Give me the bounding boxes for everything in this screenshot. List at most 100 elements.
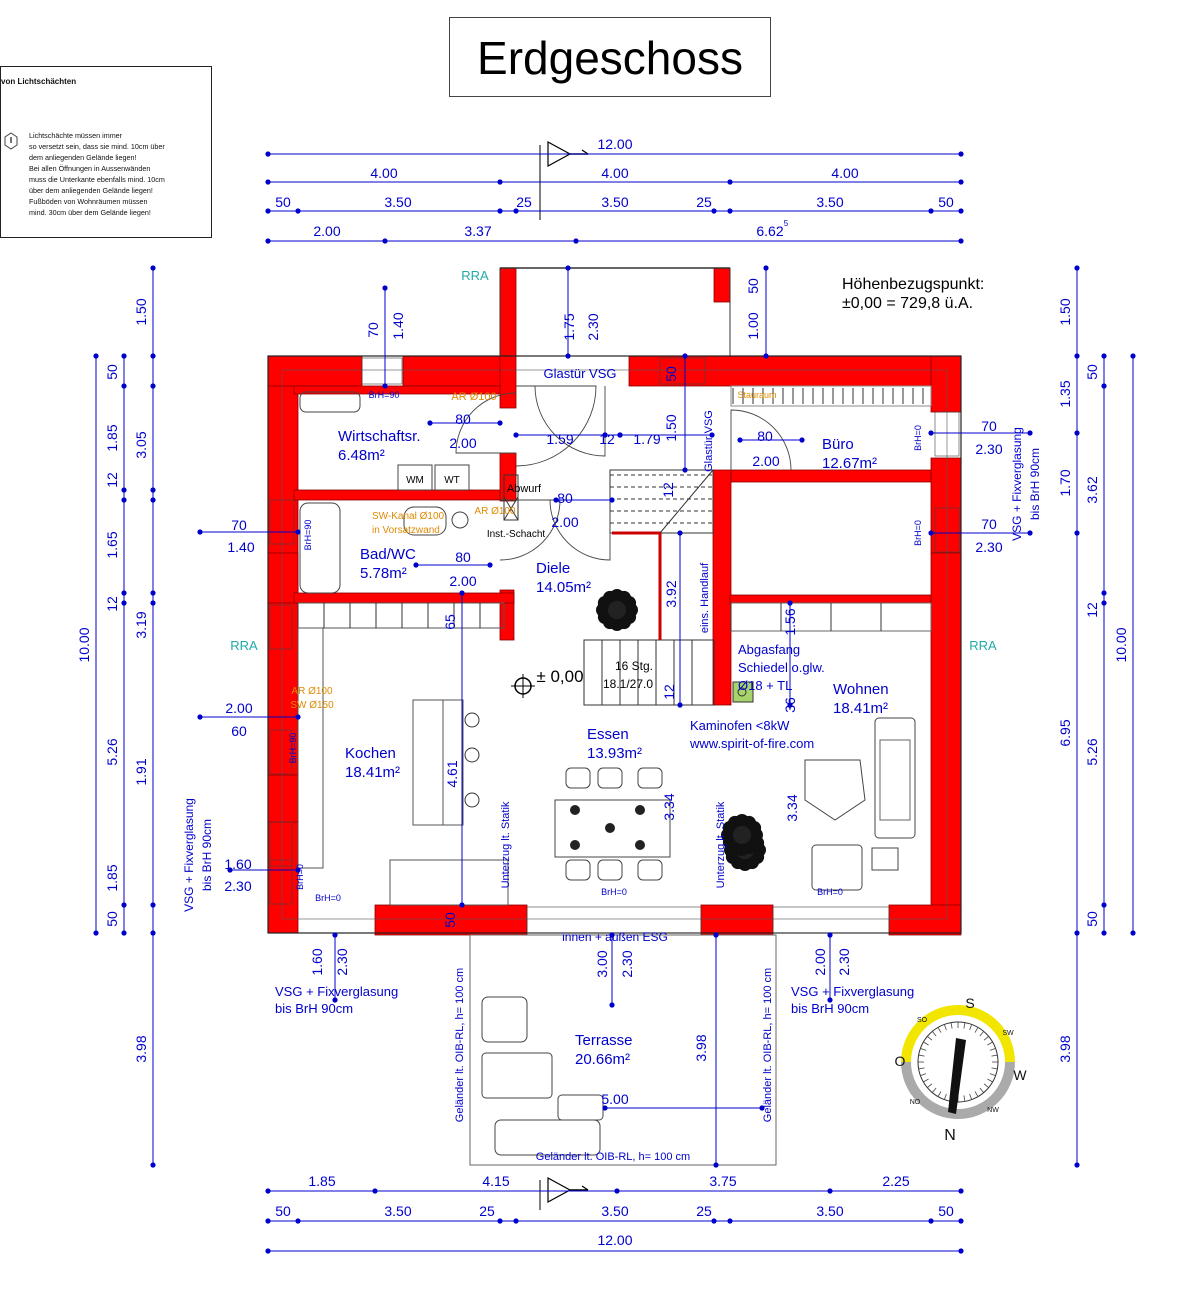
- plant-icon: [721, 814, 763, 856]
- sofa: [874, 717, 916, 839]
- room-area: 20.66m²: [575, 1051, 630, 1068]
- dimension-tick: [1074, 353, 1080, 359]
- dimension-tick: [197, 529, 203, 535]
- annotation-label: Unterzug lt. Statik: [715, 801, 727, 888]
- dimension-tick: [827, 997, 833, 1003]
- dimension-tick: [497, 208, 503, 214]
- compass-tick: [943, 1093, 947, 1100]
- room-area: 18.41m²: [833, 700, 888, 717]
- dimension-tick: [602, 432, 608, 438]
- dimension-label: 65: [442, 614, 458, 630]
- door-swing-wirtschaft: [515, 385, 597, 467]
- dimension-label: 3.00: [594, 950, 610, 977]
- compass-letter: SW: [1002, 1030, 1014, 1037]
- dimension-tick: [332, 997, 338, 1003]
- dimension-label: 50: [442, 912, 458, 928]
- dimension-tick: [573, 238, 579, 244]
- dimension-tick: [727, 208, 733, 214]
- terrace-outline: [469, 934, 777, 1166]
- room-name: Wirtschaftsr.: [338, 428, 421, 445]
- dimension-tick: [413, 562, 419, 568]
- compass-tick: [969, 1093, 973, 1100]
- dimension-label: 4.61: [444, 760, 460, 787]
- annotation-label: BrH=0: [913, 520, 923, 546]
- annotation-label: Abgasfang: [738, 642, 800, 657]
- annotation-label: AR Ø100: [451, 391, 496, 403]
- dimension-label: 50: [275, 1203, 291, 1219]
- compass-tick: [927, 1035, 933, 1041]
- dimension-label: 1.50: [133, 298, 149, 325]
- window: [269, 729, 293, 775]
- dimension-label: 2.30: [975, 441, 1002, 457]
- room-name: Büro: [822, 436, 854, 453]
- wall-segment: [730, 469, 932, 483]
- note-line: Fußböden von Wohnräumen müssen: [29, 197, 148, 206]
- dimension-tick: [928, 208, 934, 214]
- note-line: muss die Unterkante ebenfalls mind. 10cm: [29, 175, 165, 184]
- dimension-label: 2.00: [812, 948, 828, 975]
- dimension-tick: [295, 867, 301, 873]
- dimension-tick: [427, 420, 433, 426]
- dimension-tick: [713, 1162, 719, 1168]
- dimension-tick: [682, 467, 688, 473]
- dimension-label: 60: [231, 723, 247, 739]
- dimension-label: 1.85: [104, 424, 120, 451]
- dimension-tick: [928, 530, 934, 536]
- compass-tick: [979, 1031, 985, 1037]
- compass-tick: [987, 1078, 993, 1083]
- compass-tick: [991, 1054, 998, 1057]
- dimension-tick: [332, 932, 338, 938]
- room-area: 12.67m²: [822, 455, 877, 472]
- place-setting: [635, 840, 645, 850]
- dimension-label: 50: [938, 194, 954, 210]
- annotation-label: VSG + Fixverglasung: [275, 984, 398, 999]
- dimension-tick: [121, 383, 127, 389]
- section-line: [581, 1185, 589, 1191]
- dryer: [434, 464, 470, 491]
- annotation-label: Abwurf: [507, 483, 542, 495]
- note-heading: von Lichtschächten: [1, 77, 77, 86]
- wall-segment: [402, 355, 503, 387]
- dimension-label: 12: [104, 472, 120, 488]
- compass-tick: [937, 1027, 942, 1033]
- dining-chair: [637, 767, 663, 789]
- dimension-tick: [295, 1218, 301, 1224]
- dimension-tick: [827, 932, 833, 938]
- dimension-tick: [487, 562, 493, 568]
- coffee-table: [804, 759, 866, 821]
- dimension-label: 1.60: [309, 948, 325, 975]
- dimension-tick: [614, 1188, 620, 1194]
- compass-tick: [927, 1083, 933, 1089]
- dimension-label: 1.50: [1057, 298, 1073, 325]
- dimension-tick: [1101, 353, 1107, 359]
- note-line: über dem anliegenden Gelände liegen!: [29, 186, 153, 195]
- reference-point: Höhenbezugspunkt: ±0,00 = 729,8 ü.A.: [842, 275, 984, 313]
- dimension-label: 25: [516, 194, 532, 210]
- wall-segment: [293, 592, 515, 604]
- annotation-label: SW-Kanal Ø100: [372, 511, 445, 522]
- door-swing-glastuer: [534, 385, 606, 457]
- dimension-tick: [827, 1188, 833, 1194]
- dimension-tick: [565, 265, 571, 271]
- dimension-tick: [295, 529, 301, 535]
- dimension-label: 4.15: [482, 1173, 509, 1189]
- wall-segment: [712, 469, 732, 706]
- bar-stool: [464, 792, 480, 808]
- window: [269, 499, 295, 545]
- place-setting: [570, 840, 580, 850]
- office-shelf: [730, 385, 932, 407]
- dimension-tick: [121, 497, 127, 503]
- dimension-label: 50: [938, 1203, 954, 1219]
- room-area: 14.05m²: [536, 579, 591, 596]
- dimension-label: 50: [104, 364, 120, 380]
- dimension-label: 1.70: [1057, 469, 1073, 496]
- dimension-tick: [121, 902, 127, 908]
- dimension-label: 80: [557, 490, 573, 506]
- plant-leaf: [622, 596, 637, 610]
- dimension-label: 70: [365, 322, 381, 338]
- lichtschacht-note-box: von Lichtschächten Lichtschächte müssen …: [0, 66, 212, 238]
- dimension-tick: [709, 432, 715, 438]
- wall-segment: [267, 774, 299, 823]
- dimension-tick: [958, 238, 964, 244]
- wall-segment: [293, 385, 501, 395]
